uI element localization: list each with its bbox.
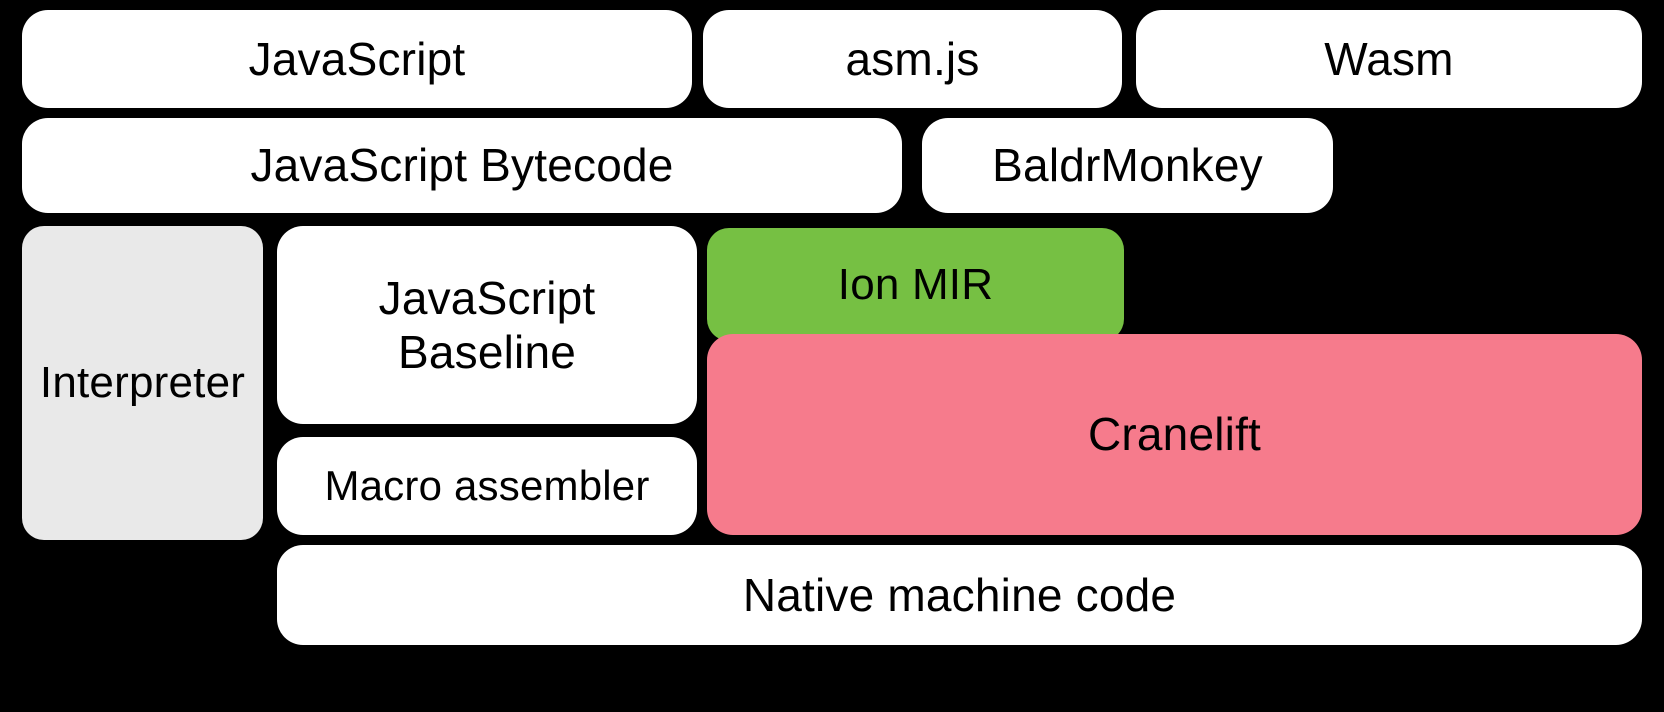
node-ion-mir[interactable]: Ion MIR	[707, 228, 1124, 341]
node-wasm[interactable]: Wasm	[1136, 10, 1642, 108]
node-ion-mir-label: Ion MIR	[837, 259, 994, 309]
node-javascript-baseline-label: JavaScript Baseline	[378, 271, 596, 378]
node-macro-assembler[interactable]: Macro assembler	[277, 437, 697, 535]
node-native-machine-code-label: Native machine code	[742, 568, 1177, 621]
node-asmjs[interactable]: asm.js	[703, 10, 1122, 108]
node-javascript-baseline[interactable]: JavaScript Baseline	[277, 226, 697, 424]
node-asmjs-label: asm.js	[845, 32, 980, 85]
node-native-machine-code[interactable]: Native machine code	[277, 545, 1642, 645]
node-cranelift-label: Cranelift	[1087, 408, 1262, 461]
node-javascript-bytecode[interactable]: JavaScript Bytecode	[22, 118, 902, 213]
node-macro-assembler-label: Macro assembler	[324, 462, 650, 510]
node-baldrmonkey-label: BaldrMonkey	[992, 139, 1263, 192]
node-interpreter[interactable]: Interpreter	[22, 226, 263, 540]
node-javascript-label: JavaScript	[248, 32, 466, 85]
node-interpreter-label: Interpreter	[39, 358, 246, 408]
node-wasm-label: Wasm	[1324, 32, 1454, 85]
node-baldrmonkey[interactable]: BaldrMonkey	[922, 118, 1333, 213]
node-javascript[interactable]: JavaScript	[22, 10, 692, 108]
node-cranelift[interactable]: Cranelift	[707, 334, 1642, 535]
node-javascript-bytecode-label: JavaScript Bytecode	[250, 139, 674, 192]
